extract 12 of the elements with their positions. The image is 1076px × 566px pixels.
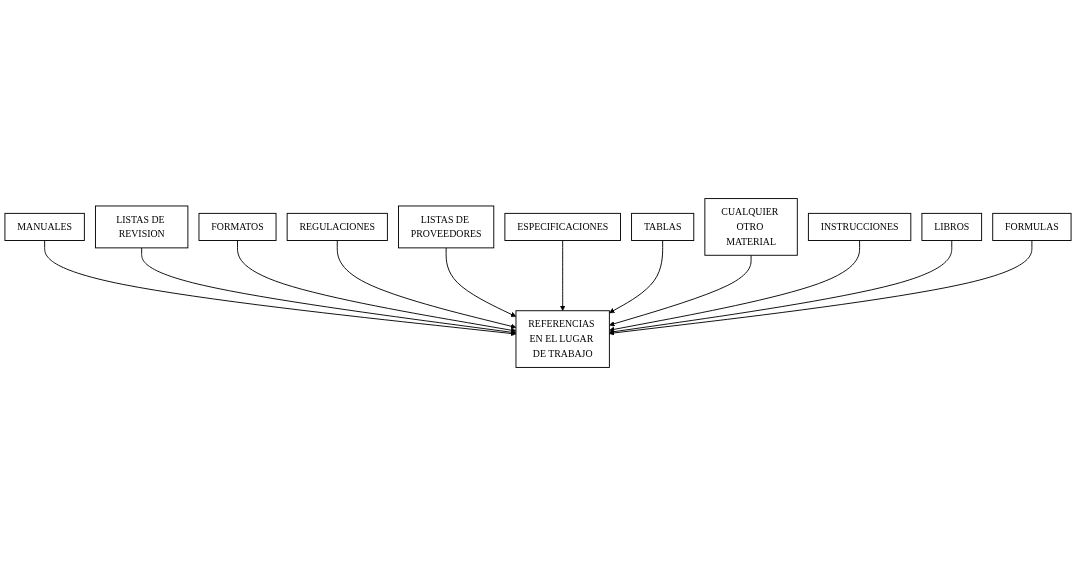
node-box: CUALQUIER OTRO MATERIAL <box>704 198 798 256</box>
node-box: INSTRUCCIONES <box>807 212 912 241</box>
node-box: REGULACIONES <box>286 212 388 241</box>
node-box: FORMATOS <box>198 212 277 241</box>
node-box: MANUALES <box>4 212 85 241</box>
node-box: LIBROS <box>921 212 983 241</box>
node-box: LISTAS DE PROVEEDORES <box>398 205 495 249</box>
node-box: FORMULAS <box>992 212 1072 241</box>
node-box: REFERENCIAS EN EL LUGAR DE TRABAJO <box>515 310 610 368</box>
node-box: LISTAS DE REVISION <box>95 205 189 249</box>
node-box: ESPECIFICACIONES <box>504 212 621 241</box>
node-box: TABLAS <box>631 212 695 241</box>
